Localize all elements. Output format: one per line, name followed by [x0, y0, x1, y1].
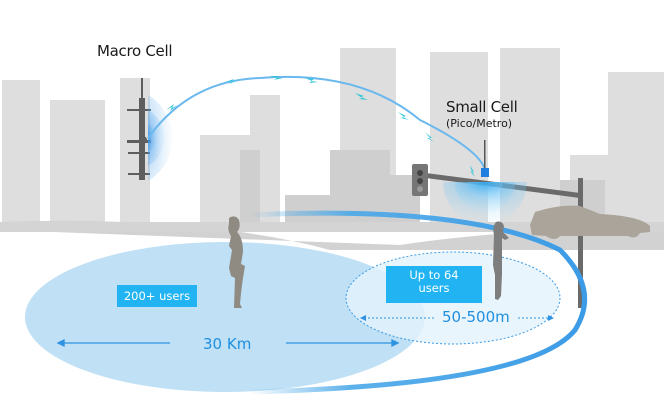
macro-cell-tower-icon: [127, 78, 151, 180]
macro-coverage-area: [25, 242, 425, 392]
small-cell-device-icon: [481, 168, 489, 177]
person-woman-silhouette-icon: [228, 216, 245, 308]
small-users-line2: users: [418, 281, 450, 295]
macro-users-badge: 200+ users: [117, 285, 197, 307]
small-range-label: 50-500m: [442, 308, 510, 326]
small-cell-signal-waves-icon: [443, 182, 527, 224]
small-cell-sublabel: (Pico/Metro): [446, 117, 513, 130]
macro-range-arrow: [56, 338, 400, 348]
small-users-line1: Up to 64: [409, 268, 459, 282]
small-cell-label: Small Cell: [446, 98, 518, 116]
coverage-swoosh: [247, 210, 588, 395]
person-man-silhouette-icon: [493, 221, 509, 300]
wireless-backhaul-link: [147, 75, 486, 171]
lightning-bolt-icons: [166, 76, 475, 177]
macro-range-label: 30 Km: [203, 335, 252, 353]
macro-cell-label: Macro Cell: [97, 42, 173, 60]
car-silhouette-icon: [530, 205, 650, 239]
small-users-badge: Up to 64 users: [386, 266, 482, 303]
